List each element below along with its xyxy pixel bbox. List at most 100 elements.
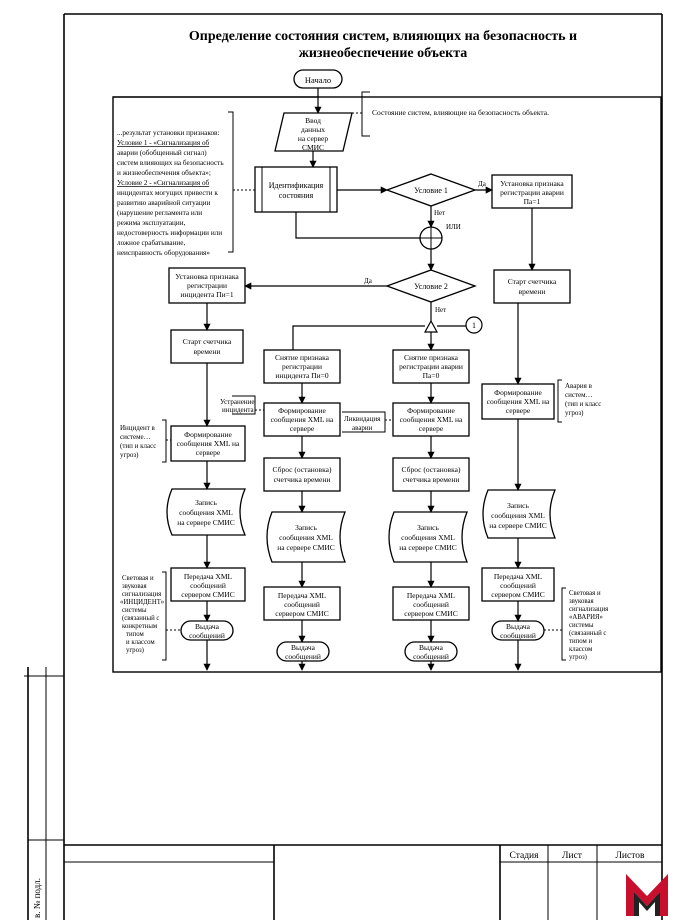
reset-timer-incident: Сброс (остановка) счетчика времени: [263, 457, 341, 492]
svg-text:инцидентах могущих привести к: инцидентах могущих привести к: [117, 189, 218, 197]
transmit-xml-alarm-clear: Передача XML сообщений сервером СМИС: [392, 586, 470, 621]
split-triangle: [423, 319, 439, 333]
output-incident-clear: Выдача сообщений: [276, 641, 330, 662]
form-xml-incident: Формирование сообщения XML на сервере: [170, 425, 246, 462]
svg-text:Старт счетчика: Старт счетчика: [183, 337, 232, 346]
svg-text:сообщения XML: сообщения XML: [179, 508, 233, 517]
condition-2-decision: Условие 2: [385, 269, 477, 303]
transmit-xml-incident: Передача XML сообщений сервером СМИС: [170, 567, 246, 602]
stamp-sheets-label: Листов: [615, 851, 645, 861]
svg-text:Условие 1: Условие 1: [414, 186, 448, 195]
svg-text:Ликвидация: Ликвидация: [344, 415, 381, 423]
svg-text:Выдача: Выдача: [419, 643, 444, 652]
svg-text:систем…: систем…: [565, 391, 593, 399]
alarm-liquidation-note: Ликвидация аварии: [342, 411, 386, 433]
output-alarm-clear: Выдача сообщений: [404, 641, 458, 662]
svg-text:инцидента Пи=0: инцидента Пи=0: [275, 371, 328, 380]
svg-text:Передача XML: Передача XML: [494, 572, 543, 581]
svg-text:сообщения XML на: сообщения XML на: [400, 415, 463, 424]
incident-flag-set-process: Установка признака регистрации инцидента…: [168, 267, 246, 304]
svg-text:Па=1: Па=1: [524, 197, 541, 206]
svg-text:«АВАРИЯ»: «АВАРИЯ»: [569, 614, 604, 621]
svg-text:Сброс (остановка): Сброс (остановка): [273, 465, 332, 474]
svg-text:и классом: и классом: [126, 639, 155, 646]
drawing-frame: [24, 13, 663, 920]
svg-text:Формирование: Формирование: [278, 406, 326, 415]
form-xml-alarm-clear: Формирование сообщения XML на сервере: [392, 402, 470, 437]
svg-text:угроз): угроз): [126, 647, 144, 654]
svg-text:сообщения XML: сообщения XML: [401, 533, 455, 542]
svg-text:Начало: Начало: [305, 75, 331, 85]
svg-text:состояния: состояния: [279, 191, 314, 200]
incident-in-system-note: Инцидент в системе… (тип и класс угроз): [120, 419, 167, 463]
svg-text:времени: времени: [519, 287, 546, 296]
svg-text:Запись: Запись: [195, 498, 217, 507]
svg-text:Ввод: Ввод: [305, 116, 321, 125]
svg-text:сервером СМИС: сервером СМИС: [275, 609, 328, 618]
clear-alarm-flag-process: Снятие признака регистрации аварии Па=0: [392, 349, 470, 384]
svg-text:Запись: Запись: [507, 501, 529, 510]
record-xml-incident-clear: Запись сообщения XML на сервере СМИС: [266, 511, 346, 563]
alarm-in-system-note: Авария в систем… (тип и класс угроз): [557, 379, 601, 423]
identification-process: Идентификация состояния: [254, 166, 338, 213]
svg-text:звуковая: звуковая: [122, 583, 147, 590]
svg-text:сервере: сервере: [196, 448, 221, 457]
alarm-flag-set-process: Установка признака регистрации аварии Па…: [491, 174, 573, 209]
svg-text:Запись: Запись: [295, 523, 317, 532]
timer-start-incident: Старт счетчика времени: [170, 329, 244, 364]
svg-text:Световая и: Световая и: [569, 590, 601, 597]
svg-text:сервером СМИС: сервером СМИС: [404, 609, 457, 618]
svg-text:сообщений: сообщений: [413, 652, 449, 661]
clear-incident-flag-process: Снятие признака регистрации инцидента Пи…: [263, 349, 341, 384]
input-data-node: Ввод данных на сервер СМИС: [274, 112, 353, 152]
cond1-yes-label: Да: [478, 180, 487, 188]
svg-text:времени: времени: [194, 347, 221, 356]
svg-text:Формирование: Формирование: [407, 406, 455, 415]
svg-text:сервере: сервере: [419, 424, 444, 433]
svg-text:режима эксплуатации,: режима эксплуатации,: [117, 219, 186, 227]
reset-timer-alarm: Сброс (остановка) счетчика времени: [392, 457, 470, 492]
svg-text:Идентификация: Идентификация: [269, 181, 324, 190]
svg-text:инцидента Пи=1: инцидента Пи=1: [180, 290, 233, 299]
svg-text:типом и: типом и: [569, 638, 593, 645]
svg-text:сообщений: сообщений: [189, 631, 225, 640]
svg-text:сообщения XML: сообщения XML: [491, 511, 545, 520]
svg-text:данных: данных: [301, 125, 325, 134]
or-junction: [419, 226, 443, 250]
state-note: Состояние систем, влияющие на безопаснос…: [352, 91, 549, 137]
svg-text:регистрации: регистрации: [282, 362, 322, 371]
svg-text:аварии (обобщенный сигнал): аварии (обобщенный сигнал): [117, 149, 207, 157]
start-terminator: Начало: [293, 69, 343, 89]
svg-text:сервером СМИС: сервером СМИС: [181, 590, 234, 599]
cond2-no-label: Нет: [435, 306, 446, 314]
svg-text:на сервере СМИС: на сервере СМИС: [489, 521, 547, 530]
svg-text:системе…: системе…: [120, 433, 151, 441]
transmit-xml-incident-clear: Передача XML сообщений сервером СМИС: [263, 586, 341, 621]
svg-text:аварии: аварии: [352, 424, 373, 432]
stamp-sheet-label: Лист: [562, 851, 583, 861]
svg-text:Установка признака: Установка признака: [500, 179, 564, 188]
svg-text:и жизнеобеспечения объекта»;: и жизнеобеспечения объекта»;: [117, 169, 211, 177]
svg-text:систем влияющих на безопасност: систем влияющих на безопасность: [117, 159, 224, 167]
svg-text:Установка признака: Установка признака: [175, 272, 239, 281]
svg-text:Состояние систем, влияющие на: Состояние систем, влияющие на безопаснос…: [372, 108, 549, 117]
svg-text:конкретным: конкретным: [122, 623, 158, 630]
svg-text:Условие 2 - «Сигнализация об: Условие 2 - «Сигнализация об: [117, 179, 210, 187]
logo: [626, 874, 668, 916]
svg-text:на сервере СМИС: на сервере СМИС: [177, 518, 235, 527]
output-alarm: Выдача сообщений: [491, 620, 545, 641]
svg-text:сообщений: сообщений: [500, 631, 536, 640]
condition-1-decision: Условие 1: [385, 173, 477, 207]
svg-text:Инцидент в: Инцидент в: [120, 424, 156, 432]
svg-text:Выдача: Выдача: [195, 622, 220, 631]
svg-text:сообщений: сообщений: [500, 581, 536, 590]
transmit-xml-alarm: Передача XML сообщений сервером СМИС: [481, 567, 555, 602]
svg-text:счетчика времени: счетчика времени: [274, 475, 331, 484]
svg-text:Формирование: Формирование: [494, 388, 542, 397]
flow-region-border: [112, 96, 662, 673]
svg-text:инцидента: инцидента: [222, 406, 255, 414]
svg-text:классом: классом: [569, 646, 593, 653]
svg-text:развитию аварийной ситуации: развитию аварийной ситуации: [117, 199, 211, 207]
svg-text:Запись: Запись: [417, 523, 439, 532]
record-xml-incident: Запись сообщения XML на сервере СМИС: [166, 488, 246, 536]
